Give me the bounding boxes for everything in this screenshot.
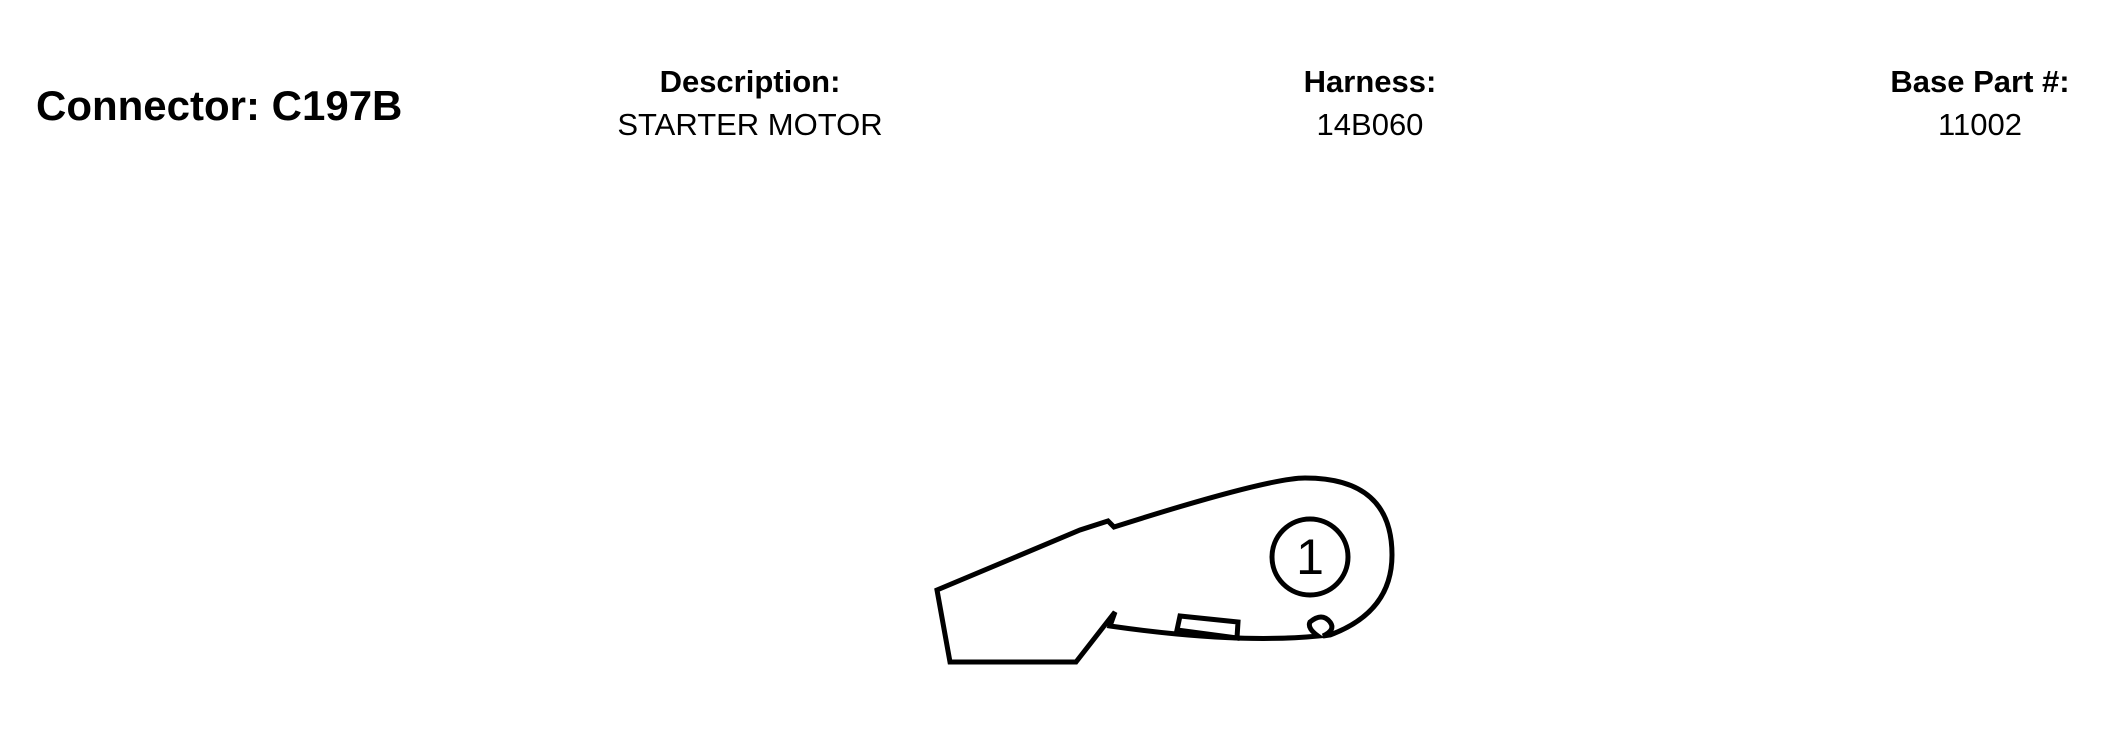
base-part-block: Base Part #: 11002: [1830, 62, 2124, 148]
description-block: Description: STARTER MOTOR: [560, 62, 940, 148]
connector-outline: [934, 475, 1395, 665]
connector-title: Connector: C197B: [36, 82, 403, 129]
harness-value: 14B060: [1316, 107, 1424, 142]
harness-label: Harness:: [1303, 64, 1437, 99]
pin-1-label: 1: [1296, 529, 1324, 585]
base-part-label: Base Part #:: [1890, 64, 2070, 99]
description-value: STARTER MOTOR: [617, 107, 883, 142]
harness-block: Harness: 14B060: [1220, 62, 1520, 148]
base-part-value: 11002: [1938, 107, 2022, 142]
pin-1-circle: [1269, 516, 1351, 598]
connector-housing-shape: [934, 475, 1395, 665]
description-label: Description:: [659, 64, 841, 99]
connector-latch: [1173, 613, 1241, 641]
